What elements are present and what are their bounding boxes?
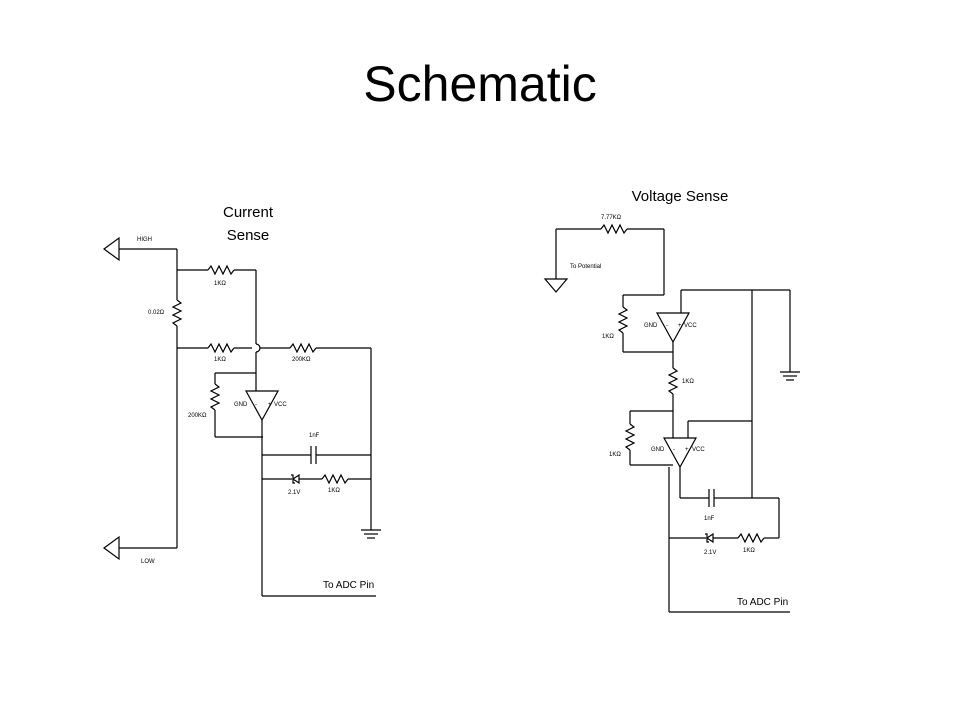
- resistor-icon: [209, 383, 221, 411]
- resistor-icon: [624, 423, 636, 451]
- opamp-vcc-label: VCC: [274, 402, 287, 408]
- to-potential-label: To Potential: [570, 264, 601, 270]
- resistor-icon: [617, 306, 629, 334]
- low-label: LOW: [141, 559, 155, 565]
- high-terminal-icon: [102, 236, 120, 262]
- resistor-1k-label: 1KΩ: [682, 379, 694, 385]
- slide-title: Schematic: [363, 56, 597, 112]
- zener-label: 2.1V: [704, 550, 716, 556]
- adc-label: To ADC Pin: [737, 597, 788, 608]
- low-terminal-icon: [102, 535, 120, 561]
- resistor-200k-label: 200KΩ: [188, 413, 207, 419]
- resistor-icon: [207, 264, 235, 276]
- voltage-sense-circuit: Voltage Sense 7.77KΩ To Potential 1KΩ GN…: [543, 188, 800, 613]
- resistor-1k-label: 1KΩ: [602, 334, 614, 340]
- opamp-icon: [244, 390, 280, 422]
- shunt-resistor-label: 0.02Ω: [148, 310, 165, 316]
- opamp-gnd-label: GND: [651, 447, 665, 453]
- resistor-1k-label: 1KΩ: [743, 548, 755, 554]
- resistor-icon: [737, 532, 765, 544]
- opamp-vcc-label: VCC: [684, 323, 697, 329]
- resistor-200k-label: 200KΩ: [292, 357, 311, 363]
- resistor-icon: [667, 367, 679, 395]
- voltage-sense-heading: Voltage Sense: [632, 188, 729, 205]
- resistor-icon: [321, 473, 349, 485]
- resistor-1k-label: 1KΩ: [609, 452, 621, 458]
- capacitor-label: 1nF: [309, 433, 320, 439]
- current-sense-heading-line2: Sense: [227, 227, 270, 244]
- opamp-vcc-label: VCC: [692, 447, 705, 453]
- zener-diode-icon: [291, 474, 295, 484]
- opamp-gnd-label: GND: [234, 402, 248, 408]
- zener-label: 2.1V: [288, 490, 300, 496]
- potential-ground-icon: [543, 278, 569, 293]
- opamp-plus-label: +: [685, 447, 689, 453]
- opamp-minus-label: -: [666, 323, 668, 329]
- opamp-plus-label: +: [678, 323, 682, 329]
- shunt-resistor-icon: [171, 299, 183, 327]
- wire-crossing-icon: [255, 343, 261, 353]
- zener-diode-icon: [705, 533, 709, 543]
- resistor-icon: [600, 223, 628, 235]
- adc-label: To ADC Pin: [323, 580, 374, 591]
- capacitor-label: 1nF: [704, 516, 715, 522]
- current-sense-heading-line1: Current: [223, 204, 274, 221]
- opamp-gnd-label: GND: [644, 323, 658, 329]
- resistor-777k-label: 7.77KΩ: [601, 215, 622, 221]
- current-sense-circuit: Current Sense HIGH 0.02Ω LOW 1KΩ 1KΩ: [102, 204, 381, 597]
- opamp-icon: [662, 437, 698, 469]
- zener-diode-icon: [291, 473, 300, 485]
- resistor-1k-label: 1KΩ: [214, 357, 226, 363]
- opamp-plus-label: +: [268, 402, 272, 408]
- resistor-icon: [289, 342, 317, 354]
- high-label: HIGH: [137, 237, 152, 243]
- opamp-icon: [655, 312, 691, 344]
- opamp-minus-label: -: [673, 447, 675, 453]
- zener-diode-icon: [705, 532, 714, 544]
- resistor-1k-label: 1KΩ: [328, 488, 340, 494]
- resistor-1k-label: 1KΩ: [214, 281, 226, 287]
- opamp-minus-label: -: [255, 402, 257, 408]
- resistor-icon: [207, 342, 235, 354]
